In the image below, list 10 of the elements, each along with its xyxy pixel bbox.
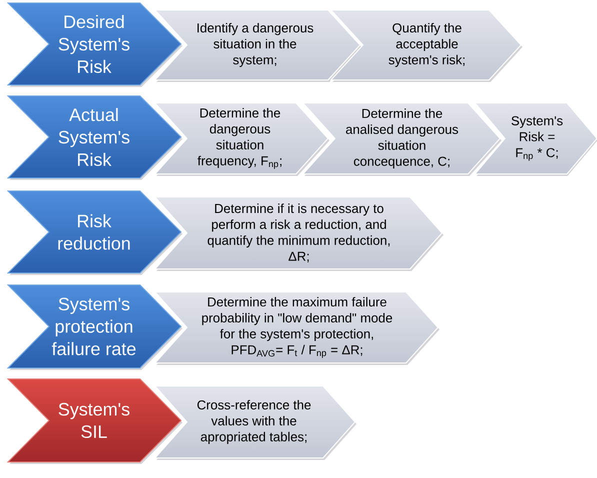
heading-box: Desired System's Risk	[6, 2, 182, 87]
step-box: Cross-reference the values with the apropriated tables;	[154, 386, 356, 460]
heading-box: System's protection failure rate	[6, 284, 182, 370]
step-box: Determine if it is necessary to perform a risk a reduction, and quantify the minimum reduction, ΔR;	[154, 196, 444, 271]
heading-box: Risk reduction	[6, 190, 182, 275]
heading-box: Actual System's Risk	[6, 96, 182, 180]
step-box: System's Risk = F$_{np}$ * C;	[474, 102, 597, 176]
step-box: Quantify the acceptable system's risk;	[330, 10, 522, 82]
heading-box: System's SIL	[6, 378, 182, 464]
step-box: Determine the maximum failure probability in "low demand" mode for the system's protection, PFD$_{AVG}$= F$_{t}$ / F$_{np}$ = ΔR;	[154, 292, 440, 365]
